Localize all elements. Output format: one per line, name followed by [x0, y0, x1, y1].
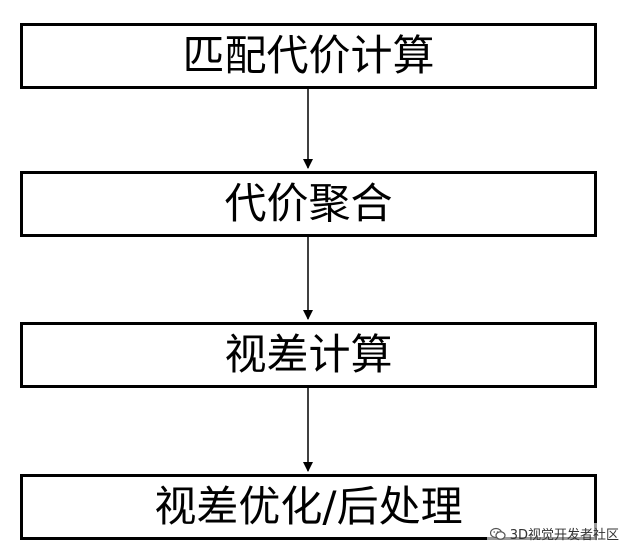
step-cost-aggregation-label: 代价聚合: [224, 179, 393, 228]
step-matching-cost-box: 匹配代价计算: [20, 23, 597, 89]
wechat-icon: [489, 527, 506, 541]
watermark-text: 3D视觉开发者社区: [509, 528, 619, 543]
step-disparity-refinement-label: 视差优化/后处理: [154, 482, 463, 531]
step-disparity-computation-label: 视差计算: [224, 330, 393, 379]
step-disparity-computation-box: 视差计算: [20, 322, 597, 388]
step-matching-cost-label: 匹配代价计算: [182, 31, 435, 80]
watermark: 3D视觉开发者社区: [486, 523, 622, 544]
step-cost-aggregation-box: 代价聚合: [20, 171, 597, 237]
step-disparity-refinement-box: 视差优化/后处理: [20, 474, 597, 540]
